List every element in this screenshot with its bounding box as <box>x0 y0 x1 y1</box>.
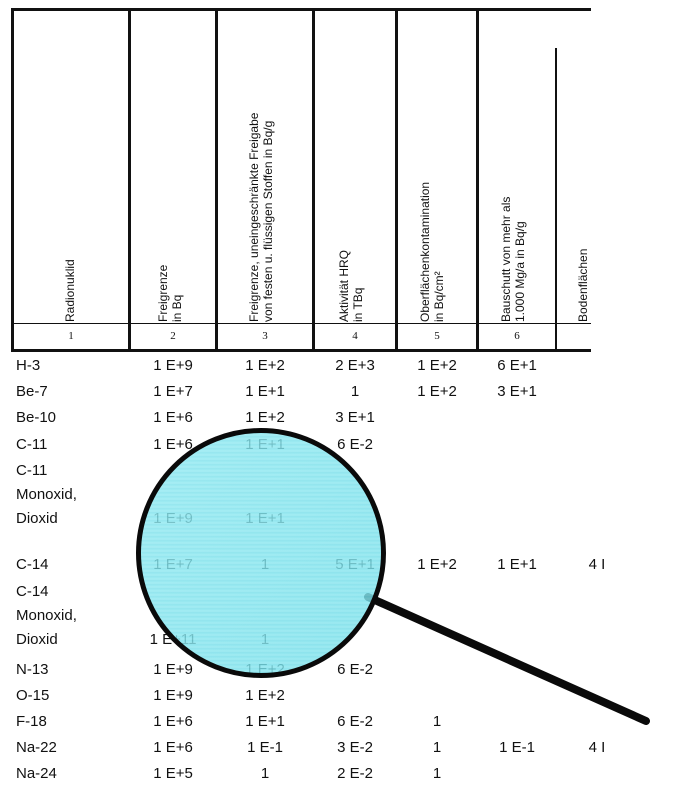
value-cell-c5: 1 <box>432 739 442 756</box>
value-cell-c2: 1 E+9 <box>153 661 193 678</box>
value-cell-c4: 1 <box>350 383 360 400</box>
col-number-1: 1 <box>68 330 74 342</box>
value-cell-c6: 1 E+1 <box>497 556 537 573</box>
nuclide-line: Na-22 <box>16 739 57 756</box>
nuclide-line: Dioxid <box>16 510 58 527</box>
value-cell-c4: 6 E-2 <box>337 713 373 730</box>
col-divider-3 <box>312 8 315 352</box>
value-cell-c2: 1 E+6 <box>153 409 193 426</box>
col-divider-0 <box>11 8 14 352</box>
value-cell-c2: 1 E+6 <box>153 739 193 756</box>
value-cell-c4: 6 E-2 <box>337 436 373 453</box>
nuclide-line: Be-7 <box>16 383 48 400</box>
table-row: Be-7 1 E+7 1 E+1 1 1 E+2 3 E+1 <box>11 379 591 405</box>
value-cell-c4: 6 E-2 <box>337 661 373 678</box>
table-row: O-15 1 E+9 1 E+2 <box>11 683 591 709</box>
col-divider-5 <box>476 8 479 352</box>
header-bottom-rule <box>11 349 591 352</box>
value-cell-c5: 1 E+2 <box>417 556 457 573</box>
table-row: Na-24 1 E+5 1 2 E-2 1 <box>11 761 591 787</box>
col-divider-4 <box>395 8 398 352</box>
nuclide-line: Be-10 <box>16 409 57 426</box>
col-number-5: 5 <box>434 330 440 342</box>
nuclide-label: Na-24 <box>16 762 57 786</box>
value-cell-c5: 1 E+2 <box>417 357 457 374</box>
nuclide-line: C-14 <box>16 556 49 573</box>
table-row: F-18 1 E+6 1 E+1 6 E-2 1 <box>11 709 591 735</box>
col-number-2: 2 <box>170 330 176 342</box>
nuclide-line: Monoxid, <box>16 607 77 624</box>
nuclide-line: Dioxid <box>16 631 58 648</box>
nuclide-line: C-14 <box>16 583 49 600</box>
radionuclide-table: Radionuklid Freigrenze in Bq Freigrenze,… <box>11 8 605 782</box>
col-divider-2 <box>215 8 218 352</box>
value-cell-c3: 1 E+2 <box>245 357 285 374</box>
value-cell-c6: 6 E+1 <box>497 357 537 374</box>
nuclide-line: Monoxid, <box>16 486 77 503</box>
nuclide-line: N-13 <box>16 661 49 678</box>
number-row-rule <box>11 323 591 324</box>
value-cell-c3: 1 E+1 <box>245 383 285 400</box>
nuclide-label: Na-22 <box>16 736 57 760</box>
nuclide-line: H-3 <box>16 357 41 374</box>
nuclide-line: C-11 <box>16 462 48 479</box>
value-cell-c7: 4 I <box>588 556 606 573</box>
table-row: Be-10 1 E+6 1 E+2 3 E+1 <box>11 405 591 431</box>
nuclide-line: O-15 <box>16 687 50 704</box>
value-cell-c4: 3 E+1 <box>335 409 375 426</box>
value-cell-c2: 1 E+5 <box>153 765 193 782</box>
value-cell-c5: 1 <box>432 765 442 782</box>
value-cell-c6: 1 E-1 <box>499 739 535 756</box>
nuclide-line: C-11 <box>16 436 48 453</box>
col-divider-1 <box>128 8 131 352</box>
nuclide-label: C-11 <box>16 433 47 457</box>
nuclide-line: F-18 <box>16 713 47 730</box>
table-row: Na-22 1 E+6 1 E-1 3 E-2 1 1 E-1 4 I <box>11 735 605 761</box>
value-cell-c2: 1 E+6 <box>153 713 193 730</box>
value-cell-c7: 4 I <box>588 739 606 756</box>
value-cell-c2: 1 E+7 <box>153 383 193 400</box>
col-number-4: 4 <box>352 330 358 342</box>
value-cell-c4: 2 E+3 <box>335 357 375 374</box>
value-cell-c6: 3 E+1 <box>497 383 537 400</box>
value-cell-c5: 1 <box>432 713 442 730</box>
value-cell-c3: 1 E-1 <box>247 739 283 756</box>
table-row: H-3 1 E+9 1 E+2 2 E+3 1 E+2 6 E+1 <box>11 353 591 379</box>
value-cell-c4: 2 E-2 <box>337 765 373 782</box>
col-number-3: 3 <box>262 330 268 342</box>
nuclide-label: H-3 <box>16 354 40 378</box>
value-cell-c3: 1 E+2 <box>245 409 285 426</box>
value-cell-c3: 1 E+2 <box>245 687 285 704</box>
value-cell-c2: 1 E+9 <box>153 687 193 704</box>
value-cell-c3: 1 E+1 <box>245 713 285 730</box>
value-cell-c4: 3 E-2 <box>337 739 373 756</box>
col-number-6: 6 <box>514 330 520 342</box>
value-cell-c5: 1 E+2 <box>417 383 457 400</box>
value-cell-c2: 1 E+6 <box>153 436 193 453</box>
nuclide-label: O-15 <box>16 684 49 708</box>
nuclide-label: Be-7 <box>16 380 48 404</box>
nuclide-label: Be-10 <box>16 406 56 430</box>
nuclide-line: Na-24 <box>16 765 57 782</box>
nuclide-label: C-14 <box>16 553 49 577</box>
nuclide-label: N-13 <box>16 658 49 682</box>
value-cell-c2: 1 E+9 <box>153 357 193 374</box>
value-cell-c3: 1 <box>260 765 270 782</box>
magnifier-icon <box>136 428 386 678</box>
nuclide-label: F-18 <box>16 710 47 734</box>
col-divider-6 <box>555 48 557 352</box>
header-top-rule <box>11 8 591 11</box>
